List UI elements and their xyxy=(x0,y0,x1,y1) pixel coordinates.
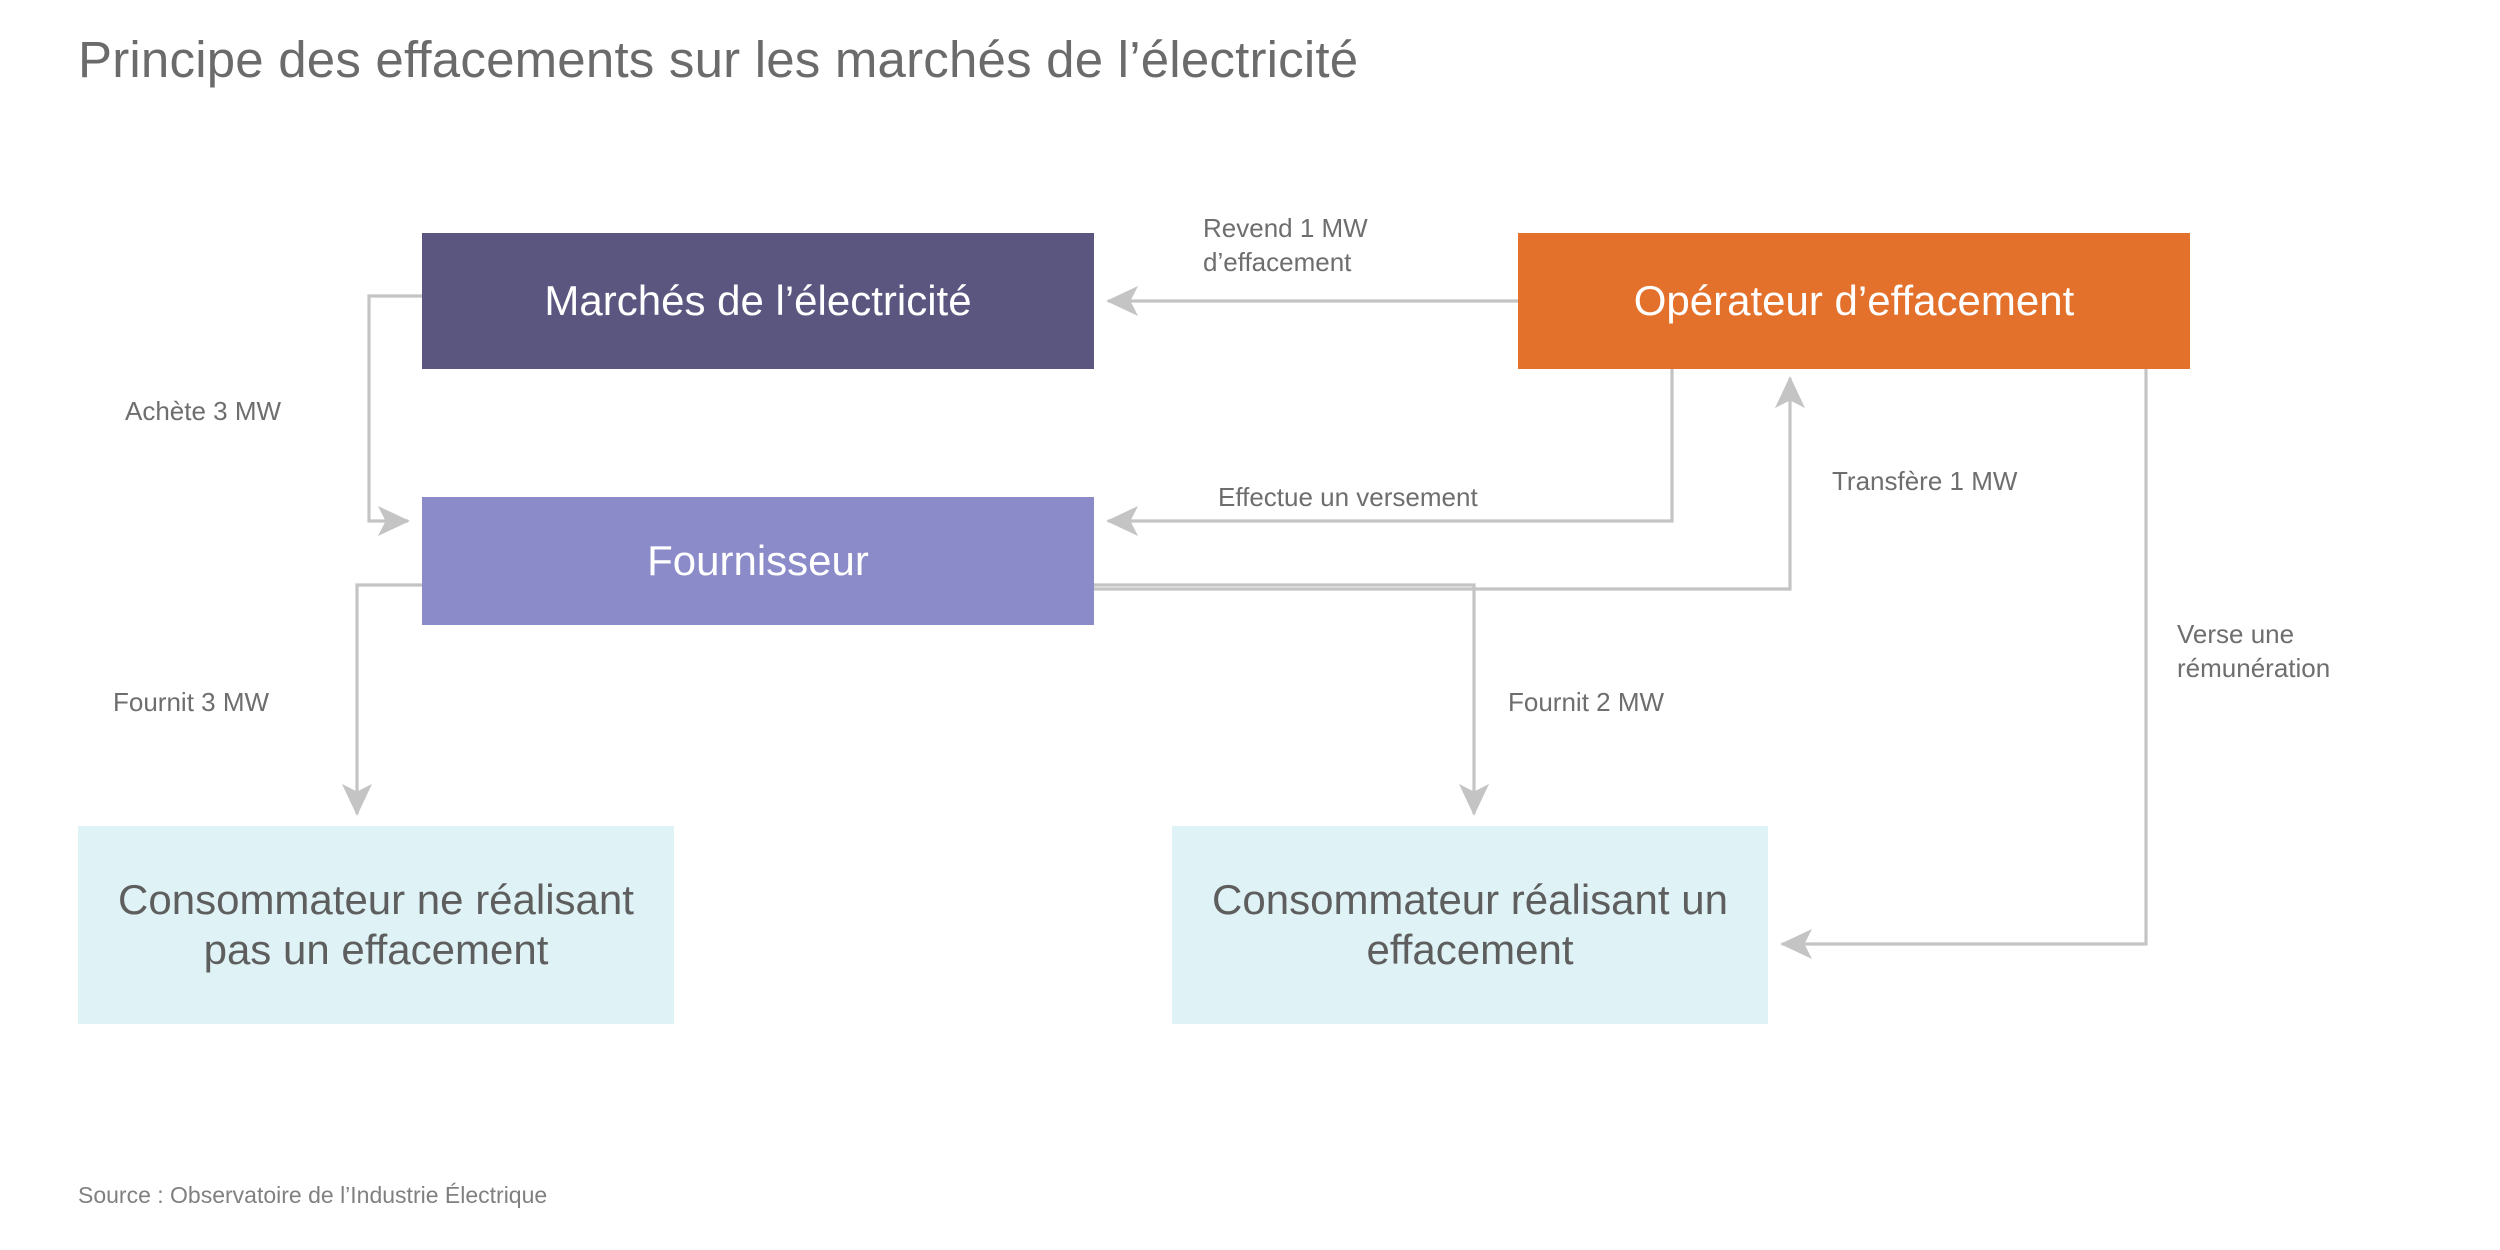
node-marches-electricite[interactable]: Marchés de l’électricité xyxy=(422,233,1094,369)
edge-label-verse: Verse une rémunération xyxy=(2177,619,2331,684)
edge-label-achete: Achète 3 MW xyxy=(125,396,282,426)
node-label: Marchés de l’électricité xyxy=(544,277,972,325)
edge-fournit2 xyxy=(1094,583,1490,816)
edge-label-fournit3: Fournit 3 MW xyxy=(113,687,270,717)
edge-verse xyxy=(1780,369,2148,960)
edge-label-revend: Revend 1 MW d’effacement xyxy=(1203,213,1368,278)
node-consommateur-sans-effacement[interactable]: Consommateur ne réalisant pas un effacem… xyxy=(78,826,674,1024)
edge-label-transfere: Transfère 1 MW xyxy=(1832,466,2018,496)
node-consommateur-avec-effacement[interactable]: Consommateur réalisant un effacement xyxy=(1172,826,1768,1024)
page-title: Principe des effacements sur les marchés… xyxy=(78,31,1359,88)
node-fournisseur[interactable]: Fournisseur xyxy=(422,497,1094,625)
node-label: Consommateur ne réalisant pas un effacem… xyxy=(118,876,634,973)
edge-label-versement: Effectue un versement xyxy=(1218,482,1478,512)
edge-achete xyxy=(367,294,422,537)
edge-fournit3 xyxy=(341,583,422,816)
edge-label-fournit2: Fournit 2 MW xyxy=(1508,687,1665,717)
node-operateur-effacement[interactable]: Opérateur d’effacement xyxy=(1518,233,2190,369)
node-label: Consommateur réalisant un effacement xyxy=(1212,876,1728,973)
node-label: Fournisseur xyxy=(647,537,869,585)
node-label: Opérateur d’effacement xyxy=(1633,277,2075,325)
source-caption: Source : Observatoire de l’Industrie Éle… xyxy=(78,1182,548,1208)
